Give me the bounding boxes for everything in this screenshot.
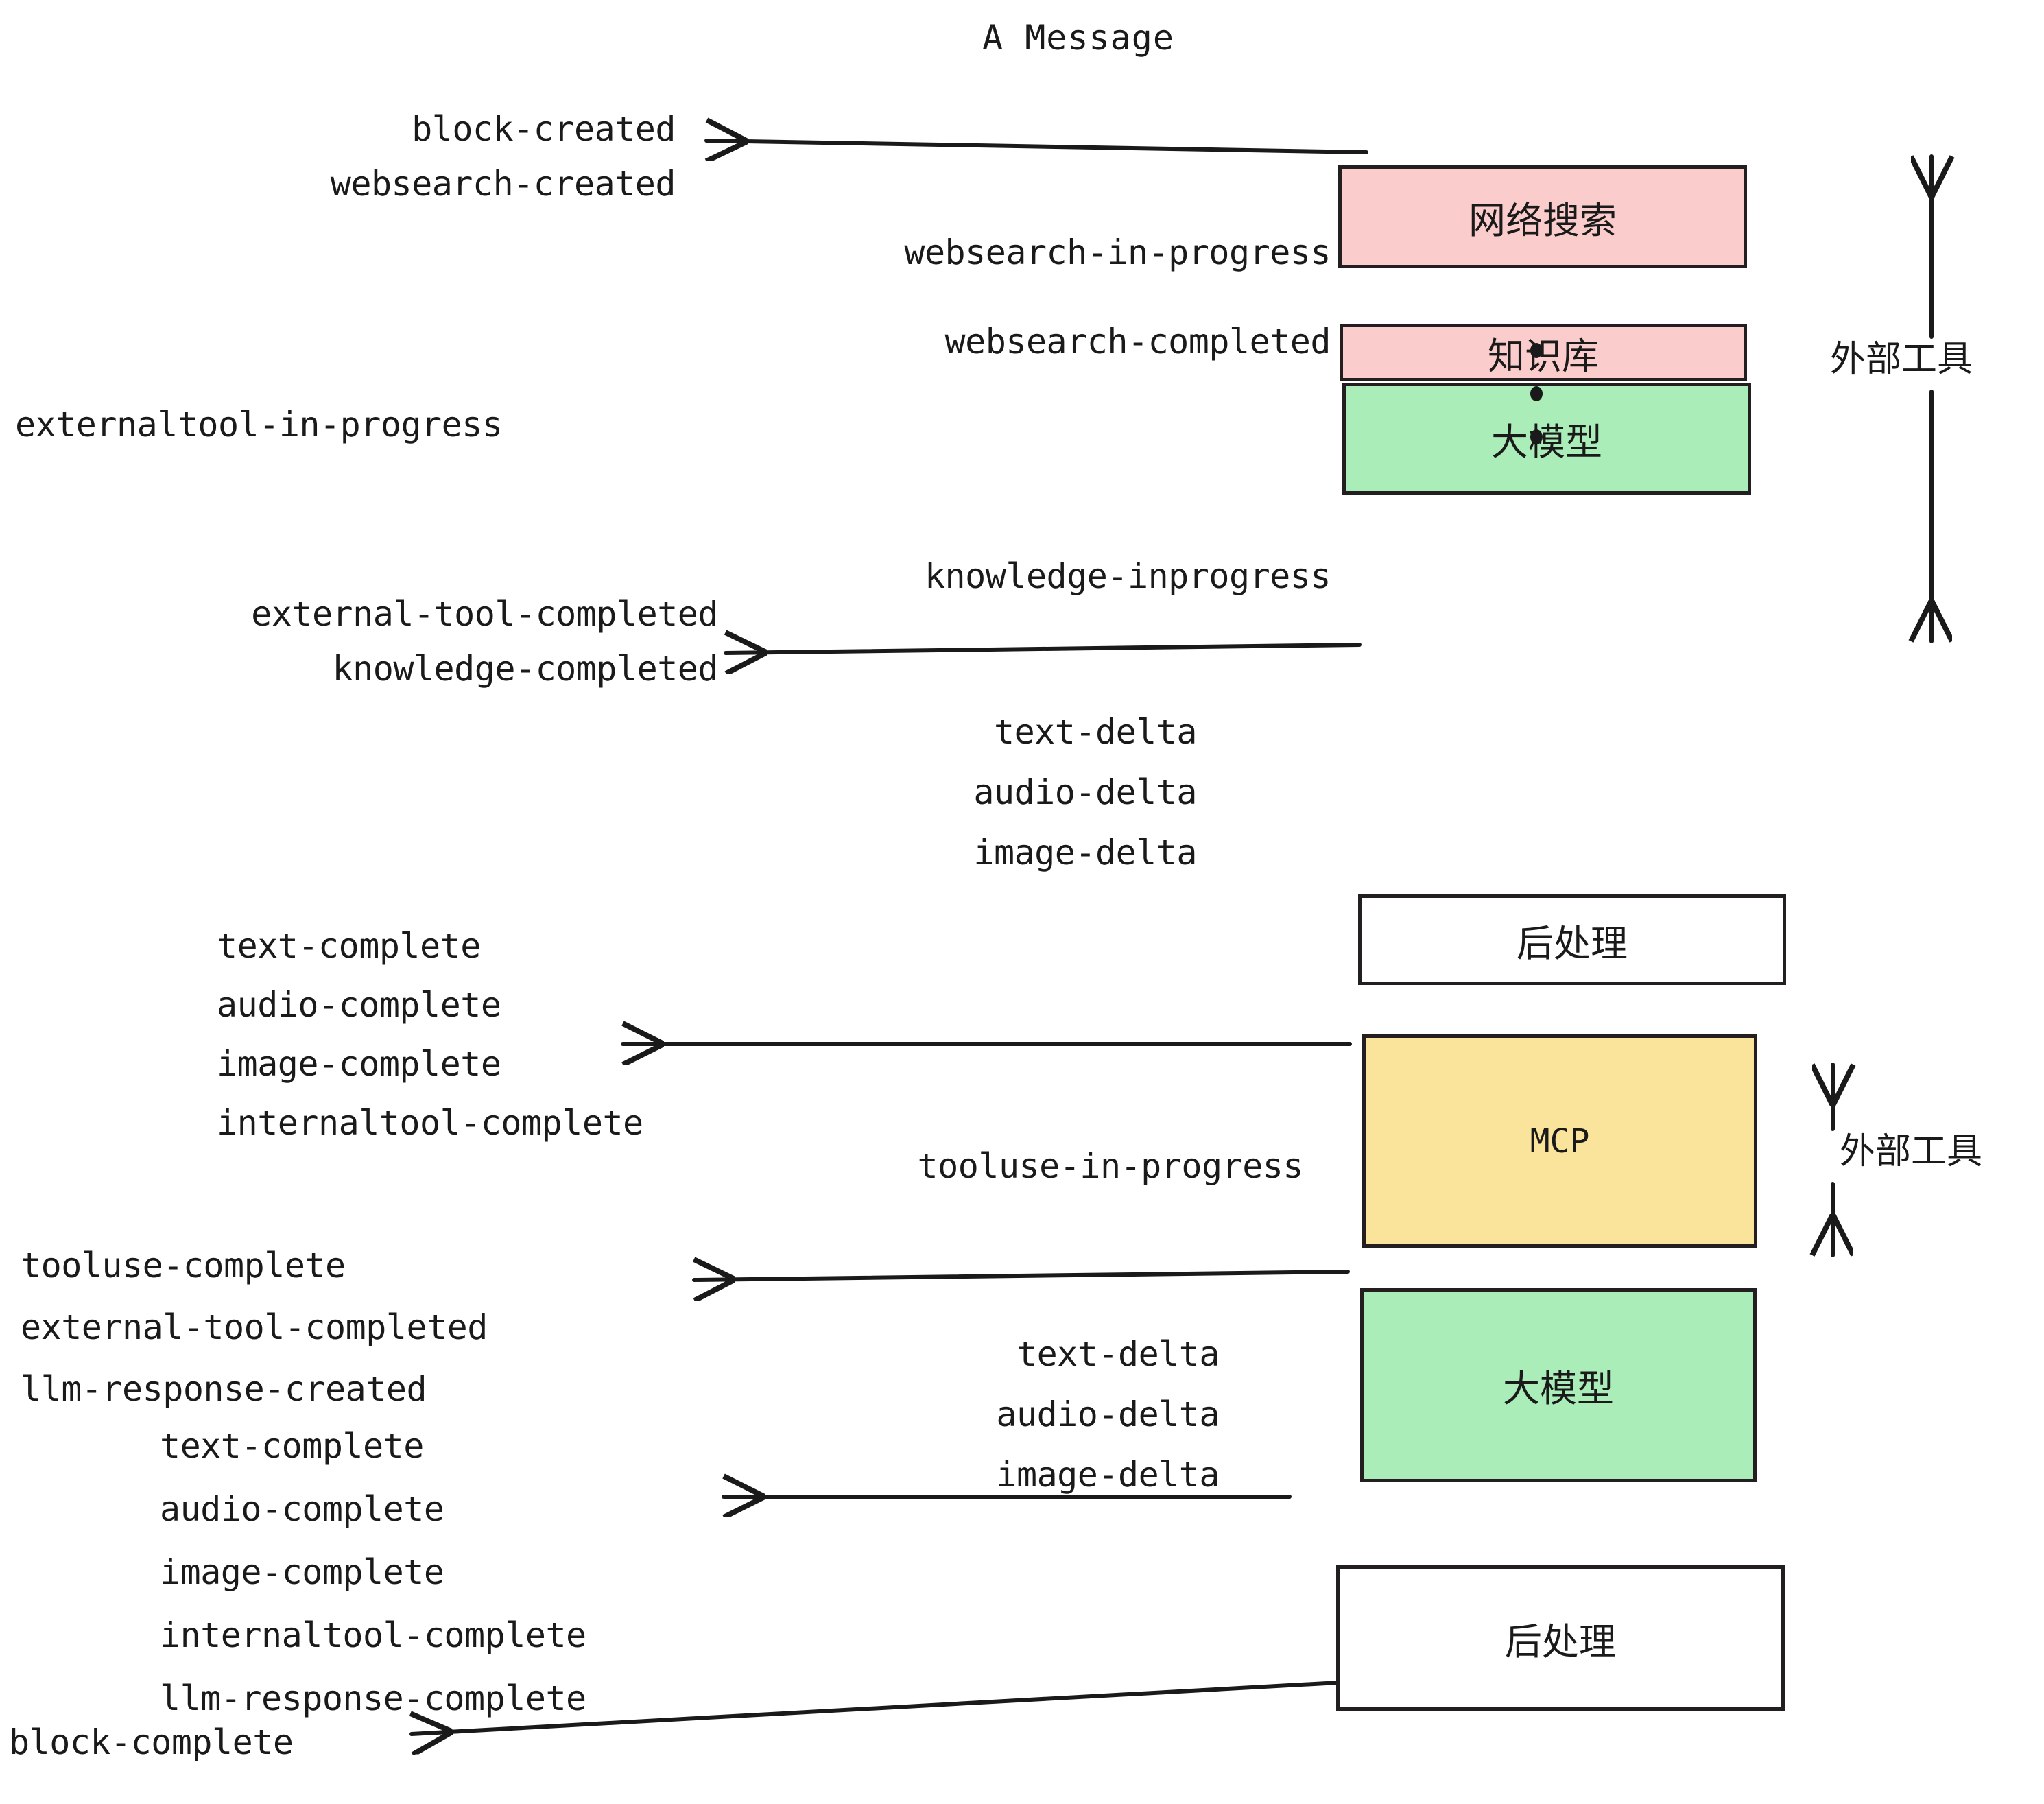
arrow-knowledge-to-knowledge-completed (724, 645, 1362, 653)
event-label: text-delta (993, 712, 1198, 752)
event-label: text-delta (1016, 1334, 1220, 1374)
event-group-external-tool-and-knowledge-completed: external-tool-completed knowledge-complet… (0, 586, 718, 696)
event-label: audio-delta (973, 772, 1197, 812)
node-box-postprocess-2: 后处理 (1336, 1565, 1785, 1711)
event-label: websearch-completed (944, 322, 1331, 361)
event-label: image-delta (996, 1455, 1220, 1495)
event-label: llm-response-complete (160, 1678, 586, 1718)
event-label: block-complete (9, 1722, 294, 1762)
node-box-postprocess-1: 后处理 (1358, 894, 1786, 985)
side-label-external-tool-top: 外部工具 (1830, 339, 1973, 380)
event-label: external-tool-completed (251, 594, 718, 634)
node-box-websearch: 网络搜索 (1338, 165, 1747, 268)
page-title: A Message (982, 18, 1174, 58)
event-group-externaltool-in-progress: externaltool-in-progress (15, 397, 503, 452)
node-box-knowledge: 知识库 (1340, 324, 1747, 381)
ellipsis-dot (1530, 343, 1543, 358)
event-group-block-complete: block-complete (9, 1715, 294, 1770)
event-label: image-complete (160, 1552, 444, 1592)
event-label: internaltool-complete (217, 1103, 643, 1143)
node-box-label: 大模型 (1491, 420, 1602, 464)
event-group-post-complete-1: text-complete audio-complete image-complet… (217, 916, 643, 1152)
node-box-llm-1: 大模型 (1342, 383, 1751, 495)
event-group-knowledge-inprogress: knowledge-inprogress (0, 549, 1331, 604)
event-label: knowledge-completed (332, 649, 719, 689)
node-box-label: 知识库 (1488, 334, 1599, 378)
event-group-llm-deltas-2: text-delta audio-delta image-delta (0, 1324, 1220, 1505)
event-label: audio-complete (160, 1489, 444, 1529)
side-arrow-group (1833, 154, 1932, 1257)
vertical-ellipsis-icon (1530, 343, 1543, 444)
event-label: tooluse-complete (21, 1246, 346, 1285)
ellipsis-dot (1530, 386, 1543, 401)
node-box-label: 网络搜索 (1469, 198, 1617, 242)
event-label: websearch-created (330, 164, 676, 204)
event-label: image-delta (973, 833, 1197, 873)
event-label: text-complete (160, 1426, 424, 1466)
event-label: websearch-in-progress (904, 233, 1331, 272)
event-group-tooluse-complete-group: tooluse-complete external-tool-completed l… (21, 1235, 488, 1420)
event-group-tooluse-in-progress: tooluse-in-progress (0, 1139, 1304, 1194)
ellipsis-dot (1530, 429, 1543, 444)
arrow-mcp-to-tooluse-complete (692, 1272, 1350, 1280)
event-label: internaltool-complete (160, 1615, 586, 1655)
event-label: audio-delta (996, 1394, 1220, 1434)
node-box-label: 后处理 (1505, 1619, 1616, 1663)
event-group-final-complete-group: text-complete audio-complete image-complet… (160, 1414, 586, 1730)
event-label: knowledge-inprogress (924, 556, 1331, 596)
event-label: externaltool-in-progress (15, 405, 503, 444)
node-box-label: MCP (1530, 1121, 1590, 1161)
event-label: audio-complete (217, 985, 501, 1025)
node-box-label: 大模型 (1503, 1367, 1614, 1410)
node-box-label: 后处理 (1517, 921, 1628, 965)
arrow-websearch-to-block-created (704, 141, 1368, 152)
event-label: external-tool-completed (21, 1307, 488, 1347)
event-label: llm-response-created (21, 1369, 427, 1409)
event-group-llm-deltas-1: text-delta audio-delta image-delta (0, 702, 1197, 883)
event-label: text-complete (217, 926, 481, 966)
node-box-llm-2: 大模型 (1360, 1288, 1757, 1482)
event-label: block-created (412, 109, 676, 149)
event-label: image-complete (217, 1044, 501, 1084)
event-group-websearch-progress: websearch-in-progress websearch-completed (0, 208, 1331, 386)
event-label: tooluse-in-progress (917, 1146, 1304, 1186)
event-group-block-and-websearch-created: block-created websearch-created (0, 102, 676, 211)
node-box-mcp: MCP (1362, 1034, 1757, 1248)
side-label-external-tool-bottom: 外部工具 (1840, 1131, 1983, 1172)
